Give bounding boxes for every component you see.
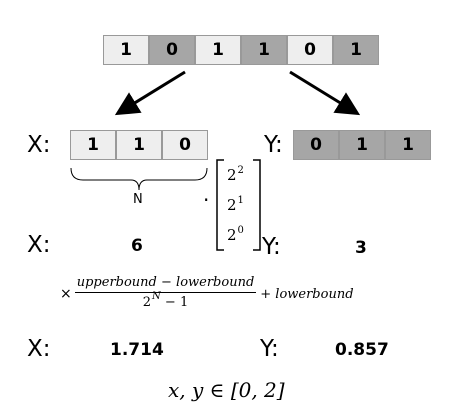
y-label-scaled: Y: [260,336,279,362]
top-bit-3: 1 [241,35,287,65]
top-bit-4: 0 [287,35,333,65]
right-bracket [253,159,261,251]
left-bracket [216,159,224,251]
x-label-decimal: X: [27,232,51,258]
domain-statement: x, y ∈ [0, 2] [168,378,285,402]
formula-tail: + lowerbound [260,286,354,302]
y-decimal-value: 3 [355,238,367,258]
top-bit-5: 1 [333,35,379,65]
top-bit-0: 1 [103,35,149,65]
n-label: N [133,192,143,207]
y-bit-2: 1 [385,130,431,160]
fraction-denominator: 2N − 1 [142,291,189,310]
y-bit-1: 1 [339,130,385,160]
arrow-to-x [114,70,186,116]
power-2: 20 [227,225,244,244]
y-bit-0: 0 [293,130,339,160]
x-label: X: [27,132,51,158]
x-bit-0: 1 [70,130,116,160]
top-bit-2: 1 [195,35,241,65]
y-scaled-value: 0.857 [335,340,389,360]
dot-operator: · [203,188,210,212]
x-scaled-value: 1.714 [110,340,164,360]
x-bit-2: 0 [162,130,208,160]
fraction-numerator: upperbound − lowerbound [74,274,257,293]
top-bit-string: 1 0 1 1 0 1 [103,35,379,65]
scaling-formula: × upperbound − lowerbound 2N − 1 + lower… [60,274,354,314]
fraction: upperbound − lowerbound 2N − 1 [74,274,257,314]
times-symbol: × [60,286,72,302]
x-label-scaled: X: [27,336,51,362]
y-bit-string: 0 1 1 [293,130,431,160]
arrow-to-y [289,70,361,116]
power-1: 21 [227,195,244,214]
n-brace [70,167,208,191]
top-bit-1: 0 [149,35,195,65]
x-bit-string: 1 1 0 [70,130,208,160]
y-label-top: Y: [264,132,283,158]
x-bit-1: 1 [116,130,162,160]
y-label-decimal: Y: [262,234,281,260]
x-decimal-value: 6 [131,236,143,256]
power-vector: 22 21 20 [227,160,257,250]
power-0: 22 [227,165,244,184]
